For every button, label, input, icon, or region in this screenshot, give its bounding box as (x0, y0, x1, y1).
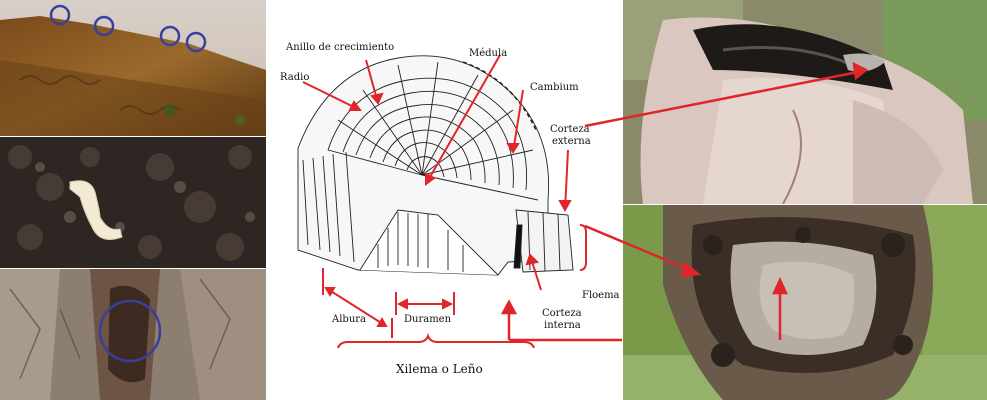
figure-stage: Anillo de crecimiento Médula Radio Cambi… (0, 0, 987, 400)
connector-arrows (0, 0, 987, 400)
